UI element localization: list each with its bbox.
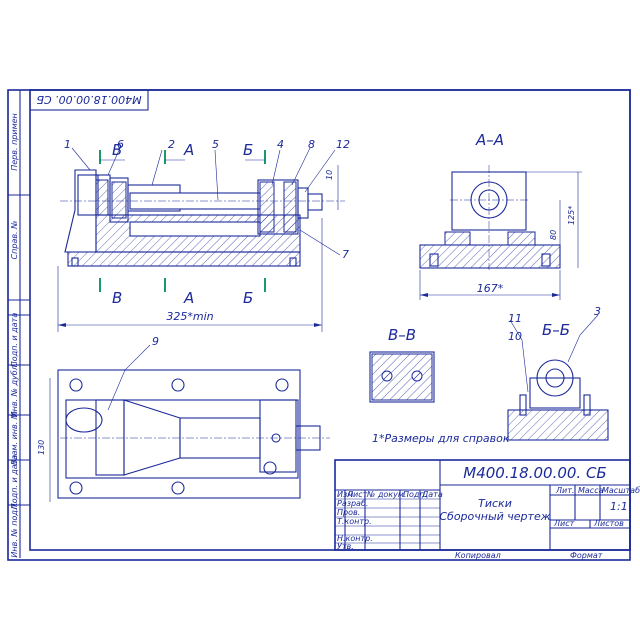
plan-view-height-dim: 130 <box>37 440 46 455</box>
cut-mark-bb-bottom: Б <box>243 289 253 307</box>
row-label-ncontrol: Н.контр. <box>337 534 373 543</box>
section-aa-width-dim: 167* <box>477 282 504 295</box>
section-bb-title: Б–Б <box>542 321 570 339</box>
scale-value: 1:1 <box>610 500 628 513</box>
cut-mark-bb-top: Б <box>243 141 253 159</box>
title-block-name: Тиски <box>478 497 512 510</box>
col-header-izm: Изм <box>337 490 353 499</box>
part-number-2: 2 <box>168 138 175 151</box>
side-label-6: Подп. и дата <box>10 455 19 510</box>
row-label-tcontrol: Т.контр. <box>337 517 372 526</box>
plan-view: 9 130 <box>37 335 330 502</box>
side-label-7: Инв. № подл. <box>10 502 19 557</box>
copied-label: Копировал <box>455 551 501 560</box>
part-number-4: 4 <box>277 138 284 151</box>
part-number-12: 12 <box>336 138 350 151</box>
section-bb-label-3: 3 <box>594 305 601 318</box>
col-header-doc: № докум. <box>366 490 406 499</box>
lit-label: Лит. <box>555 486 574 495</box>
sheets-label: Листов <box>593 519 624 528</box>
part-number-8: 8 <box>308 138 315 151</box>
side-dim: 10 <box>325 170 334 180</box>
title-block-designation: М400.18.00.00. СБ <box>463 464 606 482</box>
row-label-developed: Разраб. <box>337 499 368 508</box>
plan-view-label-9: 9 <box>152 335 159 348</box>
cut-mark-a-top: А <box>183 141 194 159</box>
section-a-a: А–А 167* 80 125* <box>419 131 582 300</box>
inner-border <box>29 89 631 551</box>
scale-label: Масштаб <box>602 486 640 495</box>
part-number-6: 6 <box>117 138 124 151</box>
part-number-7: 7 <box>342 248 349 261</box>
section-bb-label-10: 10 <box>508 330 522 343</box>
title-block-subtitle: Сборочный чертеж <box>439 510 550 523</box>
section-bb-label-11: 11 <box>508 312 522 325</box>
section-aa-height1-dim: 80 <box>549 230 558 240</box>
cut-mark-a-bottom: А <box>183 289 194 307</box>
title-block: М400.18.00.00. СБ Тиски Сборочный чертеж… <box>334 459 640 560</box>
part-number-1: 1 <box>64 138 71 151</box>
overall-length-dim: 325*min <box>166 310 213 323</box>
section-aa-title: А–А <box>475 131 504 149</box>
col-header-list: Лист <box>346 490 368 499</box>
side-label-1: Перв. примен <box>10 113 19 171</box>
section-vv-title: В–В <box>388 326 416 344</box>
front-view: 1 6 2 5 4 8 12 7 В А Б В А Б 325*min 10 <box>57 138 350 332</box>
cut-mark-b-bottom: В <box>112 289 122 307</box>
side-label-4: Инв. № дубл. <box>10 363 19 418</box>
row-label-approved: Утв. <box>337 542 354 551</box>
rotated-stamp: М400.18.00.00. СБ <box>36 93 141 106</box>
col-header-sign: Подп. <box>403 490 427 499</box>
section-b-b: Б–Б 11 10 3 <box>507 305 609 441</box>
part-number-5: 5 <box>212 138 219 151</box>
side-label-5: Взам. инв. № <box>10 411 19 465</box>
part-numbers: 1 6 2 5 4 8 12 7 <box>64 138 350 261</box>
mass-label: Масса <box>578 486 604 495</box>
side-label-3: Подп. и дата <box>10 313 19 368</box>
section-v-v: В–В <box>369 326 435 403</box>
cut-mark-b-top: В <box>112 141 122 159</box>
side-label-2: Справ. № <box>10 221 19 260</box>
reference-note: 1*Размеры для справок <box>372 432 510 445</box>
section-aa-height2-dim: 125* <box>567 206 576 225</box>
sheet-label: Лист <box>553 519 575 528</box>
format-label: Формат <box>570 551 603 560</box>
row-label-checked: Пров. <box>337 508 360 517</box>
col-header-date: Дата <box>421 490 443 499</box>
